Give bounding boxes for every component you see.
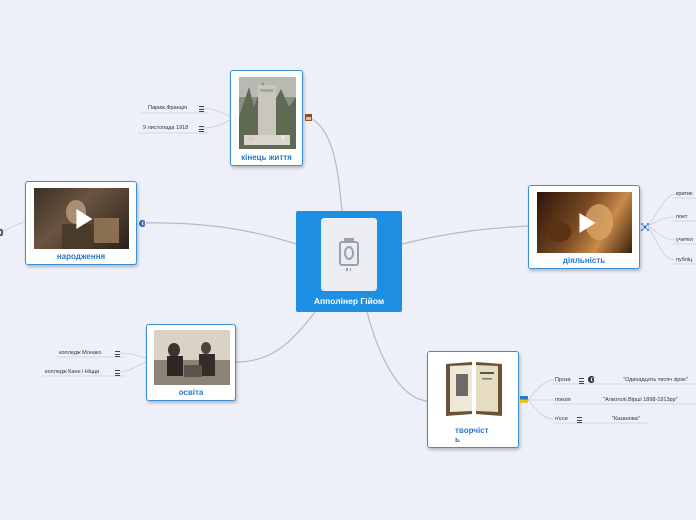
- node-birth[interactable]: народження: [25, 181, 137, 265]
- link-root-education: [235, 311, 316, 363]
- birth-label: народження: [56, 252, 106, 261]
- link-root-end-of-life: [309, 117, 343, 212]
- works-prose-value[interactable]: "Одинадцять тисяч зірок": [623, 377, 688, 383]
- education-label: освіта: [178, 388, 204, 397]
- notes-icon[interactable]: [115, 351, 120, 357]
- education-photo: [154, 330, 230, 385]
- notes-icon[interactable]: [577, 417, 582, 423]
- camera-icon: [339, 238, 359, 271]
- notes-icon[interactable]: [199, 126, 204, 132]
- education-college-monaco[interactable]: колледж Монако: [59, 350, 102, 356]
- network-icon[interactable]: [641, 223, 649, 231]
- play-icon[interactable]: [75, 208, 92, 229]
- works-label-line1: творчіст: [455, 426, 489, 435]
- end-of-life-label: кінець життя: [241, 153, 292, 162]
- link-act-leaf-3: [647, 225, 676, 241]
- education-college-cannes[interactable]: колледж Канн і Ніцци: [45, 369, 100, 375]
- activity-publicist[interactable]: публіц: [676, 257, 693, 263]
- node-end-of-life[interactable]: кінець життя: [230, 70, 303, 166]
- end-of-life-date[interactable]: 9 листопада 1918: [143, 125, 189, 131]
- link-end-leaf-2: [199, 119, 231, 129]
- root-node[interactable]: Апполінер Гійом: [296, 211, 402, 312]
- link-act-leaf-2: [647, 216, 676, 227]
- link-works-leaf-3: [527, 399, 555, 420]
- globe-icon[interactable]: [588, 376, 595, 383]
- activity-video-thumbnail[interactable]: [537, 192, 632, 253]
- works-plays-value[interactable]: "Казанова": [612, 416, 640, 422]
- link-works-leaf-1: [527, 379, 555, 401]
- node-works[interactable]: творчіст ь: [427, 351, 519, 448]
- root-title: Апполінер Гійом: [313, 296, 385, 306]
- works-label: творчіст ь: [455, 426, 518, 444]
- flag-icon[interactable]: [520, 396, 528, 403]
- works-plays[interactable]: п'єси: [555, 416, 568, 422]
- image-icon[interactable]: [305, 114, 312, 121]
- activity-teacher[interactable]: учител: [676, 237, 694, 243]
- link-act-leaf-1: [647, 193, 676, 227]
- globe-icon[interactable]: [139, 220, 146, 227]
- works-label-line2: ь: [455, 435, 460, 444]
- node-education[interactable]: освіта: [146, 324, 236, 401]
- works-prose[interactable]: Проза: [555, 377, 571, 383]
- notes-icon[interactable]: [115, 370, 120, 376]
- link-root-birth: [142, 222, 297, 245]
- works-poetry-value[interactable]: "Алкоголі.Вірші 1898-1913рр": [603, 397, 678, 403]
- link-act-leaf-4: [647, 225, 676, 261]
- works-poetry[interactable]: поезія: [555, 397, 571, 403]
- globe-icon[interactable]: [0, 229, 4, 236]
- link-end-leaf-1: [199, 107, 231, 118]
- grave-photo: [239, 77, 296, 149]
- activity-poet[interactable]: поет: [676, 214, 688, 220]
- node-activity[interactable]: діяльність: [528, 185, 640, 269]
- end-of-life-place[interactable]: Париж,Франція: [148, 105, 188, 111]
- link-edu-leaf-1: [119, 352, 147, 359]
- camera-placeholder: [321, 218, 377, 291]
- notes-icon[interactable]: [199, 106, 204, 112]
- activity-critic[interactable]: критик: [676, 191, 693, 197]
- play-icon[interactable]: [578, 212, 595, 233]
- notes-icon[interactable]: [579, 378, 584, 384]
- birth-video-thumbnail[interactable]: [34, 188, 129, 249]
- activity-label: діяльність: [562, 256, 606, 265]
- book-photo: [442, 358, 506, 418]
- link-root-works: [366, 311, 428, 402]
- link-root-activity: [401, 225, 529, 245]
- link-edu-leaf-2: [119, 361, 147, 373]
